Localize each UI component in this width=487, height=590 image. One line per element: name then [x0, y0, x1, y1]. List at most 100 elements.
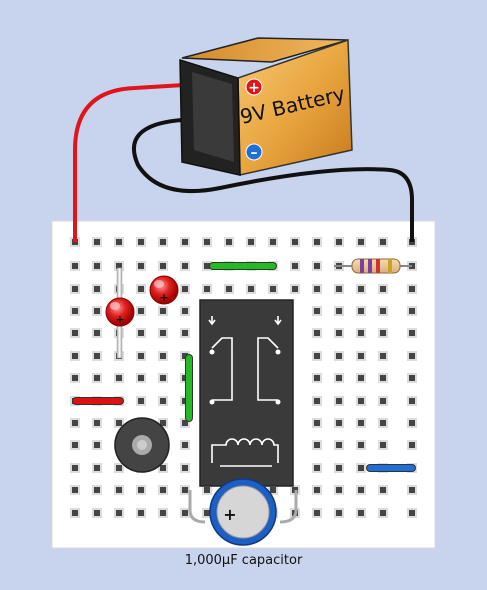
breadboard-hole-center	[380, 330, 386, 336]
breadboard-hole-center	[72, 330, 78, 336]
breadboard-hole-center	[314, 263, 320, 269]
breadboard-hole-center	[160, 465, 166, 471]
breadboard-hole-center	[182, 420, 188, 426]
breadboard-hole-center	[72, 420, 78, 426]
relay	[199, 299, 294, 487]
breadboard-hole-center	[336, 398, 342, 404]
breadboard-hole-center	[182, 465, 188, 471]
capacitor-caption: 1,000µF capacitor	[184, 553, 303, 568]
breadboard-hole-center	[358, 239, 364, 245]
capacitor-plus: +	[223, 505, 236, 524]
breadboard-hole-center	[409, 442, 415, 448]
black-battery-wire	[132, 118, 414, 242]
breadboard-hole-center	[248, 286, 254, 292]
breadboard-hole-center	[380, 308, 386, 314]
breadboard-hole-center	[160, 398, 166, 404]
breadboard-hole-center	[248, 239, 254, 245]
breadboard-hole-center	[380, 487, 386, 493]
breadboard-hole-center	[160, 239, 166, 245]
breadboard-hole-center	[116, 465, 122, 471]
breadboard-hole-center	[314, 487, 320, 493]
breadboard-hole-center	[336, 442, 342, 448]
led-left-plus: +	[115, 313, 124, 326]
breadboard-hole-center	[409, 420, 415, 426]
breadboard-hole-center	[409, 375, 415, 381]
breadboard-hole-center	[336, 330, 342, 336]
breadboard-hole-center	[72, 286, 78, 292]
led-right: +	[149, 275, 179, 305]
breadboard-hole-center	[358, 465, 364, 471]
breadboard-hole-center	[409, 487, 415, 493]
breadboard-hole-center	[72, 308, 78, 314]
battery-plus-terminal	[245, 78, 263, 96]
breadboard-hole-center	[292, 239, 298, 245]
breadboard-hole-center	[116, 375, 122, 381]
breadboard-hole-center	[314, 353, 320, 359]
breadboard-hole-center	[358, 330, 364, 336]
breadboard-hole-center	[292, 263, 298, 269]
breadboard-hole-center	[336, 465, 342, 471]
breadboard-hole-center	[270, 239, 276, 245]
breadboard-hole-center	[94, 353, 100, 359]
breadboard-hole-center	[138, 330, 144, 336]
breadboard-hole-center	[138, 487, 144, 493]
battery-minus-sign: –	[251, 145, 258, 161]
breadboard-hole-center	[204, 263, 210, 269]
breadboard-hole-center	[358, 510, 364, 516]
breadboard-hole-center	[94, 239, 100, 245]
breadboard-hole-center	[336, 353, 342, 359]
breadboard-hole-center	[336, 375, 342, 381]
breadboard-hole-center	[358, 442, 364, 448]
breadboard-hole-center	[160, 375, 166, 381]
breadboard-hole-center	[314, 465, 320, 471]
breadboard-hole-center	[116, 510, 122, 516]
breadboard-hole-center	[72, 375, 78, 381]
breadboard-hole-center	[358, 375, 364, 381]
breadboard-hole-center	[72, 353, 78, 359]
breadboard-hole-center	[94, 510, 100, 516]
breadboard-hole-center	[314, 442, 320, 448]
breadboard-hole-center	[182, 510, 188, 516]
breadboard-hole-center	[94, 465, 100, 471]
resistor	[334, 258, 412, 274]
breadboard-hole-center	[336, 510, 342, 516]
breadboard-hole-center	[358, 487, 364, 493]
breadboard-hole-center	[314, 510, 320, 516]
breadboard-hole-center	[138, 286, 144, 292]
breadboard-hole-center	[138, 308, 144, 314]
breadboard-hole-center	[314, 330, 320, 336]
breadboard-hole-center	[226, 239, 232, 245]
breadboard-hole-center	[182, 353, 188, 359]
breadboard-hole-center	[94, 330, 100, 336]
led-left: +	[105, 267, 135, 359]
breadboard-hole-center	[380, 398, 386, 404]
breadboard-hole-center	[138, 375, 144, 381]
breadboard-hole-center	[336, 420, 342, 426]
breadboard-hole-center	[182, 330, 188, 336]
breadboard-hole-center	[160, 487, 166, 493]
breadboard-hole-center	[72, 263, 78, 269]
breadboard-hole-center	[72, 465, 78, 471]
breadboard-hole-center	[409, 510, 415, 516]
breadboard-hole-center	[314, 375, 320, 381]
battery-minus-terminal	[245, 143, 263, 161]
breadboard-hole-center	[358, 398, 364, 404]
breadboard-hole-center	[94, 263, 100, 269]
breadboard-hole-center	[314, 286, 320, 292]
breadboard-hole-center	[116, 420, 122, 426]
breadboard-hole-center	[409, 308, 415, 314]
breadboard-hole-center	[116, 487, 122, 493]
breadboard-hole-center	[380, 375, 386, 381]
breadboard-hole-center	[358, 420, 364, 426]
breadboard-hole-center	[336, 239, 342, 245]
battery-plus-sign: +	[248, 80, 260, 96]
led-right-plus: +	[159, 291, 168, 304]
breadboard-hole-center	[138, 239, 144, 245]
breadboard-hole-center	[380, 239, 386, 245]
breadboard-hole-center	[380, 420, 386, 426]
breadboard-hole-center	[182, 239, 188, 245]
breadboard-hole-center	[94, 375, 100, 381]
breadboard-hole-center	[160, 330, 166, 336]
breadboard-hole-center	[270, 286, 276, 292]
breadboard-hole-center	[380, 353, 386, 359]
